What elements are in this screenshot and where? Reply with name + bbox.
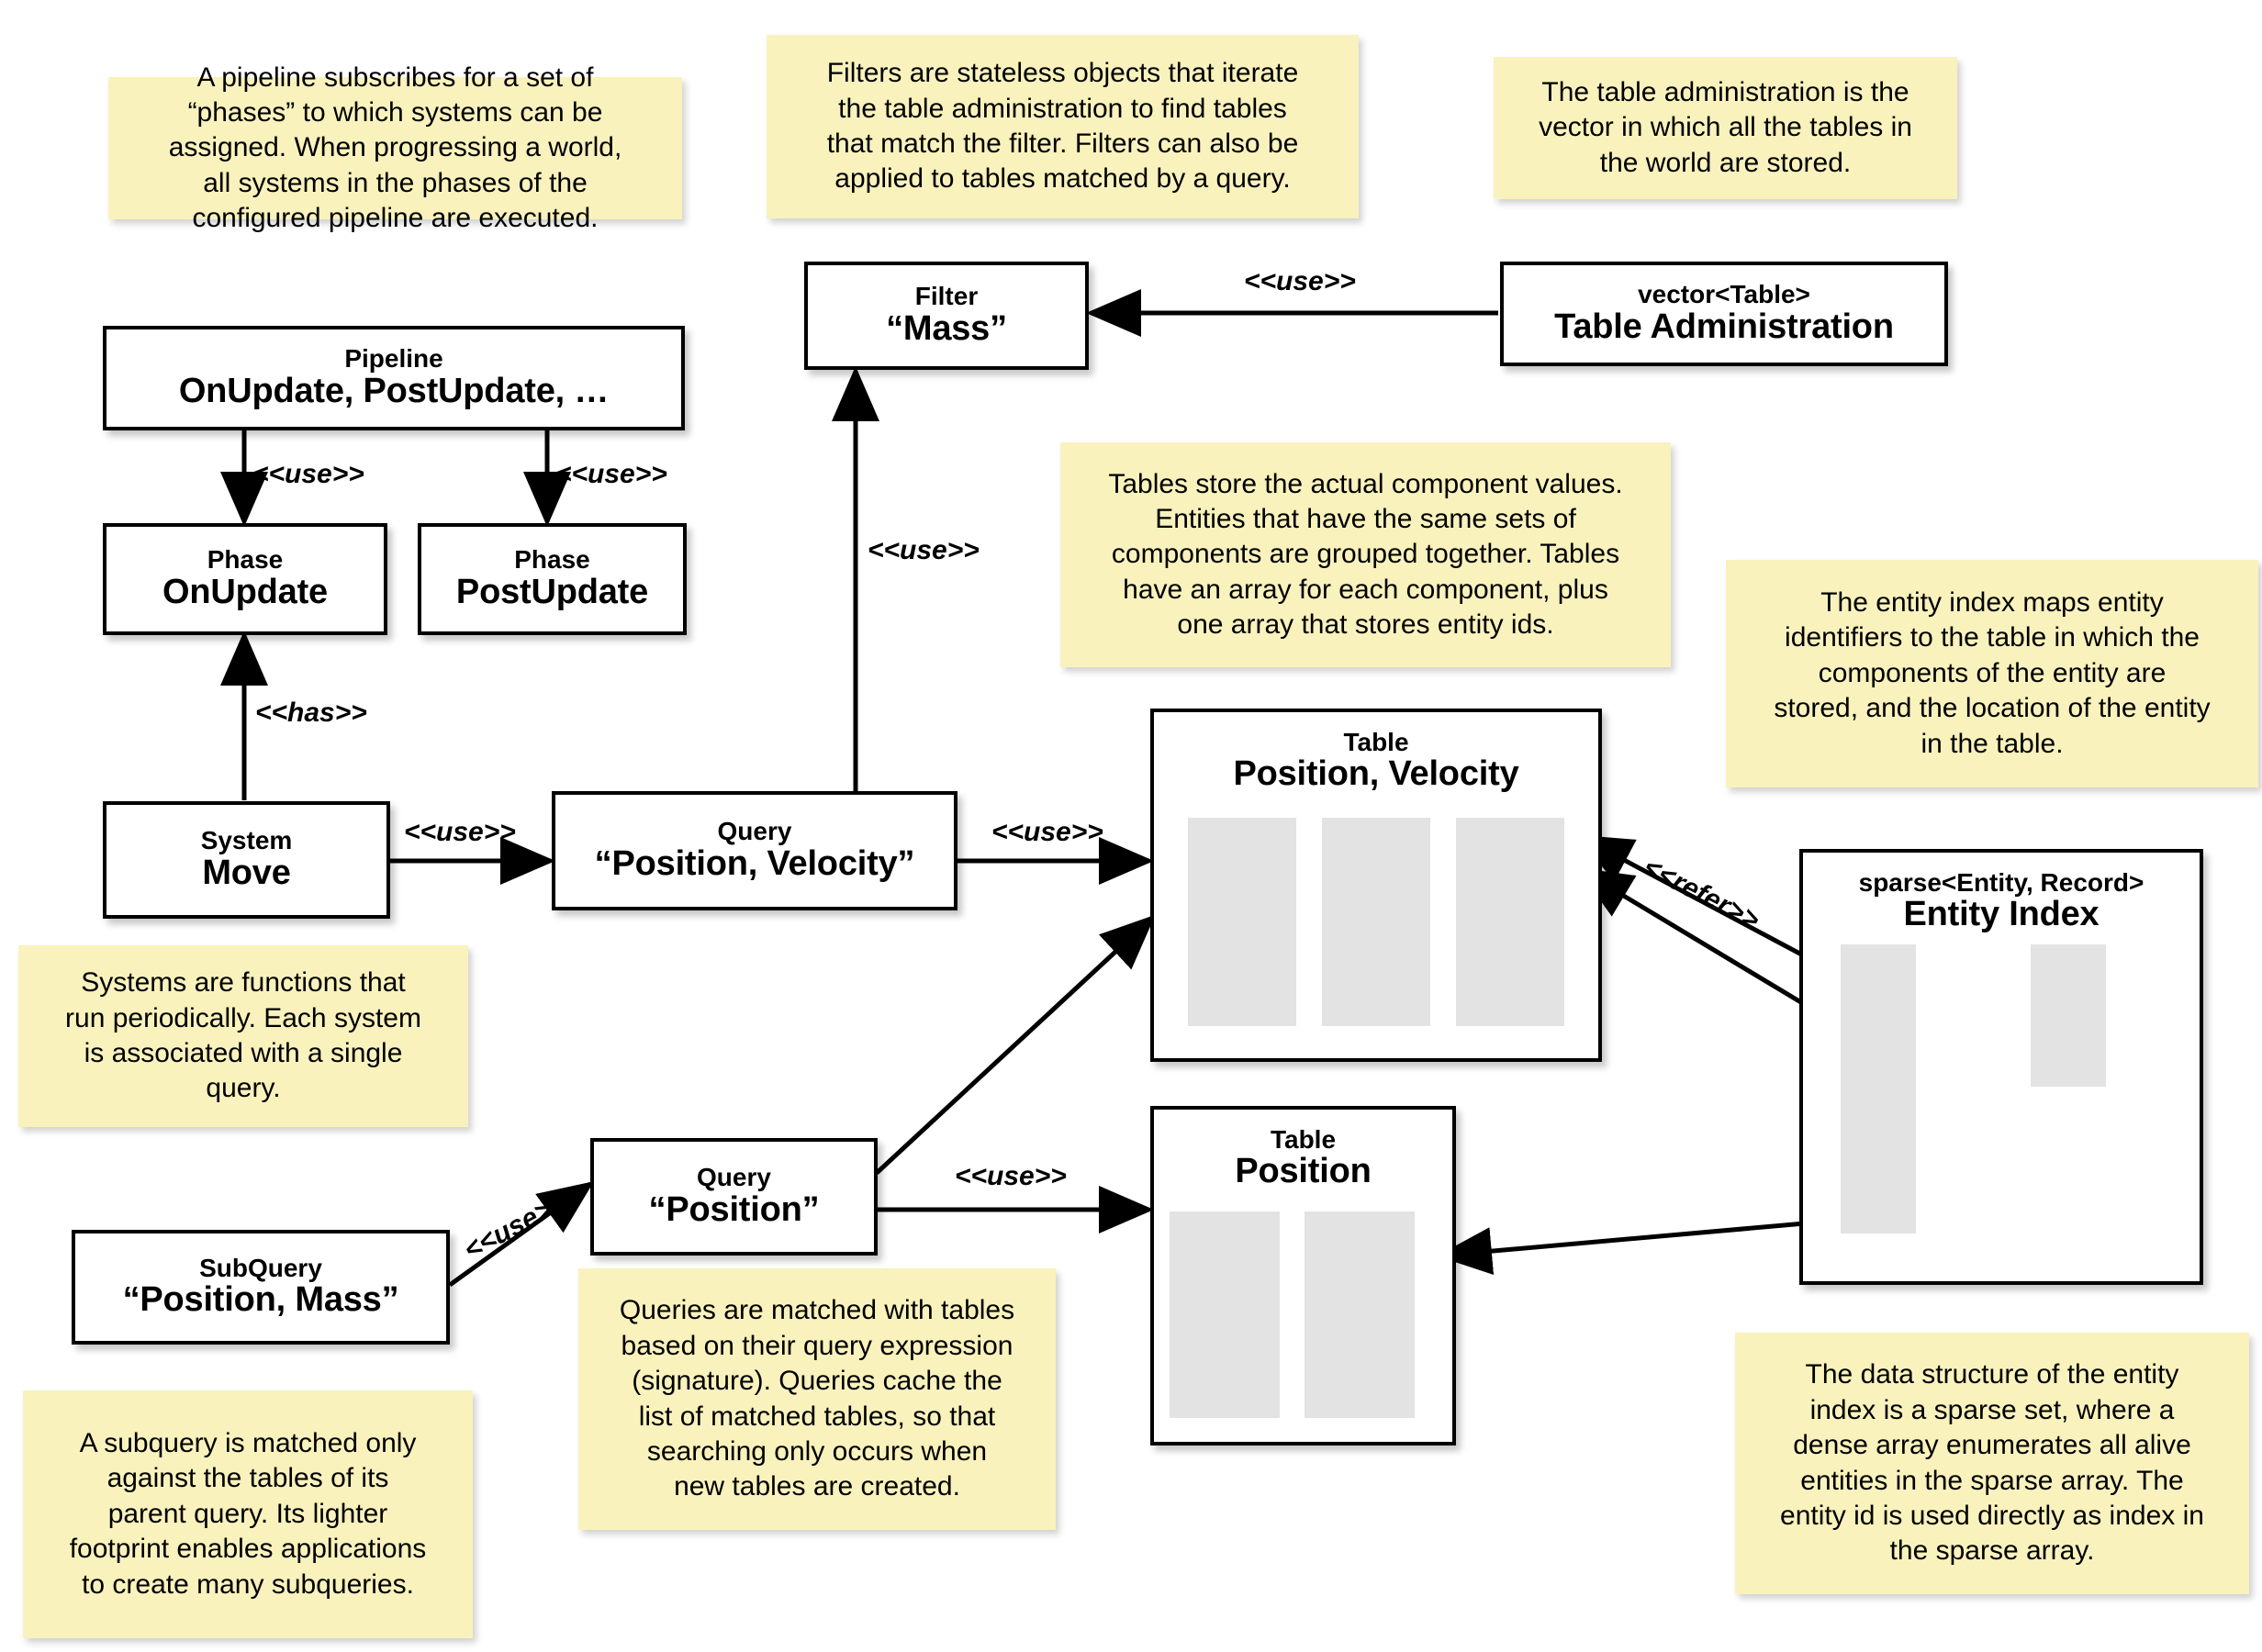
box-phase-postupdate-stereotype: Phase <box>514 545 590 575</box>
box-subquery-pm-stereotype: SubQuery <box>199 1253 322 1282</box>
note-sparse: The data structure of the entity index i… <box>1735 1333 2249 1594</box>
entity-index-sparse-array <box>1841 944 1916 1233</box>
box-system-move-stereotype: System <box>200 826 293 855</box>
edge-label-entityindex-refer: <<refer>> <box>1639 852 1764 936</box>
note-filter: Filters are stateless objects that itera… <box>767 35 1359 218</box>
note-tables: Tables store the actual component values… <box>1060 442 1671 667</box>
edge-queryp-tablepv <box>875 914 1156 1175</box>
note-systems: Systems are functions that run periodica… <box>18 945 468 1127</box>
table-column <box>1188 818 1296 1026</box>
edge-label-system-onupdate: <<has>> <box>255 698 367 728</box>
box-table-pv-stereotype: Table <box>1343 728 1409 756</box>
note-pipeline: A pipeline subscribes for a set of “phas… <box>108 62 682 233</box>
edge-label-tableadmin-filter: <<use>> <box>1244 266 1356 296</box>
box-pipeline-name: OnUpdate, PostUpdate, … <box>178 371 610 410</box>
box-table-pv-columns <box>1188 818 1564 1026</box>
note-subquery: A subquery is matched only against the t… <box>23 1390 473 1638</box>
note-entity-index: The entity index maps entity identifiers… <box>1726 560 2258 787</box>
box-query-p[interactable]: Query “Position” <box>590 1138 878 1256</box>
box-phase-onupdate-stereotype: Phase <box>207 545 284 575</box>
box-entity-index-name: Entity Index <box>1903 895 2100 934</box>
box-table-p-stereotype: Table <box>1270 1125 1337 1154</box>
box-table-pv-name: Position, Velocity <box>1233 754 1519 794</box>
box-table-admin[interactable]: vector<Table> Table Administration <box>1500 262 1948 366</box>
box-table-admin-name: Table Administration <box>1554 307 1894 346</box>
edge-label-system-querypv: <<use>> <box>404 817 516 847</box>
edge-entityindex-tablep <box>1437 1218 1837 1276</box>
box-table-p-columns <box>1170 1211 1415 1418</box>
box-table-p-name: Position <box>1235 1152 1372 1191</box>
box-phase-onupdate[interactable]: Phase OnUpdate <box>103 523 387 635</box>
box-filter-mass[interactable]: Filter “Mass” <box>804 262 1089 370</box>
box-filter-mass-stereotype: Filter <box>914 282 979 311</box>
box-subquery-pm-name: “Position, Mass” <box>122 1280 399 1320</box>
box-phase-postupdate-name: PostUpdate <box>455 572 649 611</box>
box-pipeline[interactable]: Pipeline OnUpdate, PostUpdate, … <box>103 326 685 430</box>
box-query-pv[interactable]: Query “Position, Velocity” <box>552 791 957 910</box>
edge-label-subquery-queryp: <<use>> <box>459 1186 573 1267</box>
box-filter-mass-name: “Mass” <box>886 308 1007 348</box>
box-system-move-name: Move <box>202 853 291 892</box>
table-column <box>1456 818 1564 1026</box>
box-entity-index-stereotype: sparse<Entity, Record> <box>1858 868 2144 897</box>
edge-label-pipeline-onupdate: <<use>> <box>252 459 364 489</box>
table-column <box>1170 1211 1280 1418</box>
table-column <box>1322 818 1430 1026</box>
box-table-admin-stereotype: vector<Table> <box>1638 280 1810 309</box>
edge-label-querypv-filter: <<use>> <box>868 535 980 565</box>
note-table-admin: The table administration is the vector i… <box>1494 57 1957 199</box>
box-phase-onupdate-name: OnUpdate <box>162 572 328 611</box>
edge-label-querypv-tablepv: <<use>> <box>991 817 1103 847</box>
box-query-pv-name: “Position, Velocity” <box>594 843 915 883</box>
box-query-p-stereotype: Query <box>697 1163 771 1192</box>
box-subquery-pm[interactable]: SubQuery “Position, Mass” <box>72 1230 450 1345</box>
box-phase-postupdate[interactable]: Phase PostUpdate <box>418 523 687 635</box>
box-system-move[interactable]: System Move <box>103 801 390 919</box>
edge-label-queryp-tablep: <<use>> <box>955 1161 1067 1191</box>
entity-index-dense-array <box>2031 944 2106 1087</box>
edge-label-pipeline-postupdate: <<use>> <box>555 459 667 489</box>
table-column <box>1305 1211 1415 1418</box>
box-query-pv-stereotype: Query <box>717 817 792 846</box>
note-queries: Queries are matched with tables based on… <box>578 1268 1056 1530</box>
box-pipeline-stereotype: Pipeline <box>344 344 443 374</box>
box-query-p-name: “Position” <box>648 1189 820 1229</box>
